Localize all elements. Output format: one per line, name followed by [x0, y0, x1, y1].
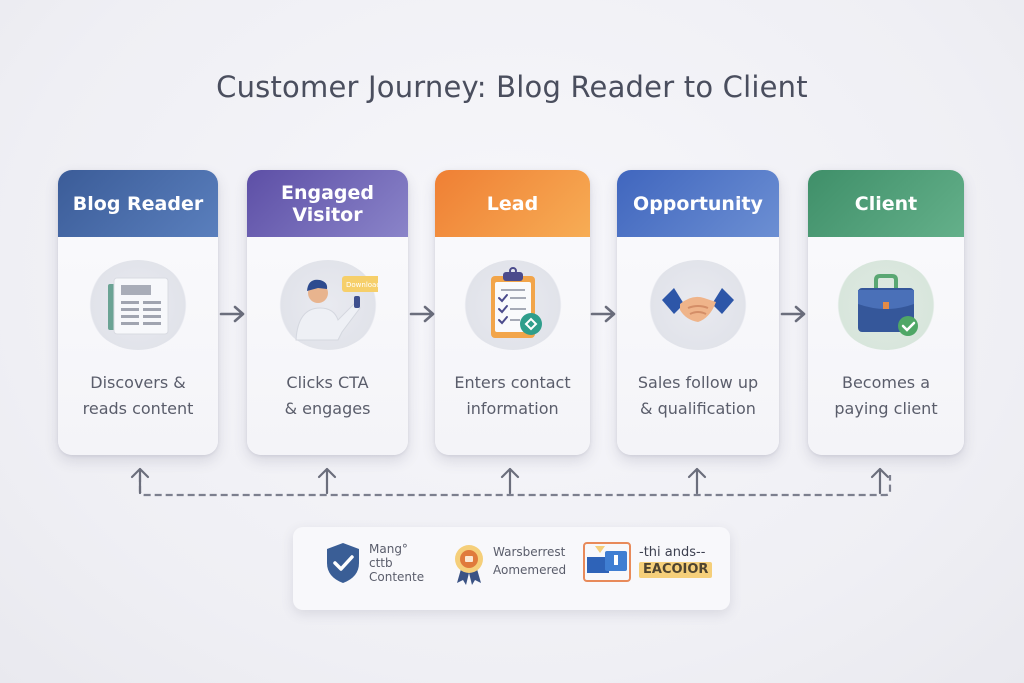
stage-description-line: reads content [82, 399, 194, 418]
stage-header: Client [808, 170, 964, 237]
newspaper-icon [88, 260, 188, 350]
badge-text-line: cttb [369, 556, 393, 570]
page-title: Customer Journey: Blog Reader to Client [216, 70, 808, 104]
feedback-loop [130, 467, 892, 497]
stage-card-client: Client Becomes a paying client [808, 170, 964, 455]
stage-description-line: Discovers & [90, 373, 186, 392]
stage-description-line: information [466, 399, 559, 418]
arrow-up-icon [500, 467, 520, 495]
stage-description: Sales follow up & qualification [617, 370, 779, 422]
stage-header-line: Engaged [280, 181, 374, 204]
arrow-right-icon [780, 303, 808, 325]
stage-description: Discovers & reads content [58, 370, 218, 422]
stage-card-opportunity: Opportunity Sales follow up & qualificat… [617, 170, 779, 455]
badge-item: Warsberrest Aomemered [453, 541, 566, 587]
arrow-right-icon [409, 303, 437, 325]
badge-item: Mang° cttb Contente [325, 541, 424, 585]
arrow-up-icon [687, 467, 707, 495]
stage-header-line: Visitor [292, 203, 363, 226]
stage-card-blog-reader: Blog Reader Discovers & reads content [58, 170, 218, 455]
trust-badges-panel: Mang° cttb Contente Warsberrest Aomemere… [293, 527, 730, 610]
stage-description-line: paying client [834, 399, 938, 418]
arrow-right-icon [590, 303, 618, 325]
person-clicking-download-icon: Download [277, 260, 378, 350]
arrow-right-icon [219, 303, 247, 325]
media-screen-icon [583, 542, 631, 582]
stage-description: Enters contact information [435, 370, 590, 422]
badge-text-line: Contente [369, 570, 425, 584]
stage-header: Lead [435, 170, 590, 237]
arrow-up-icon [870, 467, 890, 495]
download-label: Download [346, 281, 378, 289]
stage-header: Blog Reader [58, 170, 218, 237]
stage-header: Opportunity [617, 170, 779, 237]
arrow-up-icon [317, 467, 337, 495]
stage-card-lead: Lead Enters contact information [435, 170, 590, 455]
stage-description-line: Enters contact [454, 373, 571, 392]
clipboard-checklist-icon [462, 260, 563, 350]
stage-description: Clicks CTA & engages [247, 370, 408, 422]
badge-text-line: -thi ands-- [639, 545, 706, 560]
briefcase-check-icon [836, 260, 936, 350]
stage-description-line: & qualification [640, 399, 756, 418]
badge-text-line: Mang° [369, 542, 408, 556]
stage-description-line: Clicks CTA [286, 373, 369, 392]
stage-description-line: Becomes a [841, 373, 931, 392]
arrow-up-icon [130, 467, 150, 495]
feedback-loop-line [138, 475, 892, 497]
stage-description-line: Sales follow up [637, 373, 759, 392]
award-ribbon-icon [455, 545, 483, 585]
badge-tag: EACOIOR [639, 562, 713, 578]
stage-description-line: & engages [284, 399, 371, 418]
badge-item: -thi ands-- EACOIOR [583, 541, 713, 583]
badge-text-line: Aomemered [493, 563, 567, 577]
badge-text-line: Warsberrest [493, 545, 566, 559]
stage-description: Becomes a paying client [808, 370, 964, 422]
handshake-icon [648, 260, 748, 350]
shield-check-icon [327, 543, 359, 583]
